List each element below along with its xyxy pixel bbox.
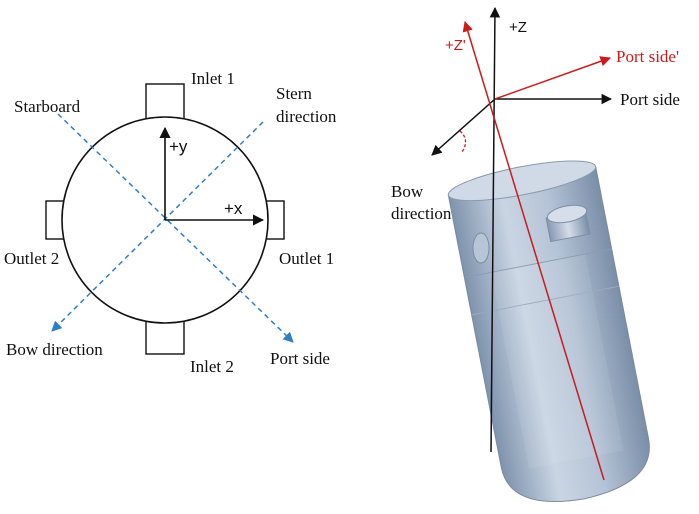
bow-direction-label: Bow direction [6,340,103,359]
stern-label-line-2: direction [276,107,337,126]
bow-direction-axis-arrow [431,98,496,156]
starboard-bow-dashed-line [51,121,264,332]
bow-label-line-1: Bow [391,182,424,201]
starboard-label: Starboard [14,97,81,116]
stern-label-line-1: Stern [276,84,312,103]
port-side-prime-axis-arrow [494,56,611,100]
vessel-side-nozzle-left [472,232,490,264]
port-side-label: Port side [270,349,330,368]
inlet-1-label: Inlet 1 [191,69,235,88]
left-diagram: +y +x Inlet 1 Inlet 2 Outlet 1 Outlet 2 … [4,69,337,376]
bow-label-line-2: direction [391,204,452,223]
stern-port-dashed-line [57,113,294,343]
inlet-2-label: Inlet 2 [190,357,234,376]
right-diagram: +Z +Z' Port side' Port side Bow directio… [391,6,680,502]
plus-z-prime-label: +Z' [445,37,466,54]
reactor-vessel-3d-body [447,160,650,502]
outlet-1-label: Outlet 1 [279,249,334,268]
inlet-1-nozzle [145,83,185,123]
rotation-arc-icon [459,130,467,153]
plus-y-label: +y [169,137,188,156]
port-side-right-label: Port side [620,90,680,109]
plus-z-prime-axis-arrow [462,20,605,481]
outlet-2-label: Outlet 2 [4,249,59,268]
plus-x-label: +x [224,199,243,218]
plus-z-axis-arrow [489,6,501,453]
plus-z-label: +Z [509,19,527,36]
port-side-prime-label: Port side' [616,47,679,66]
vessel-outlet-nozzle [545,204,591,243]
